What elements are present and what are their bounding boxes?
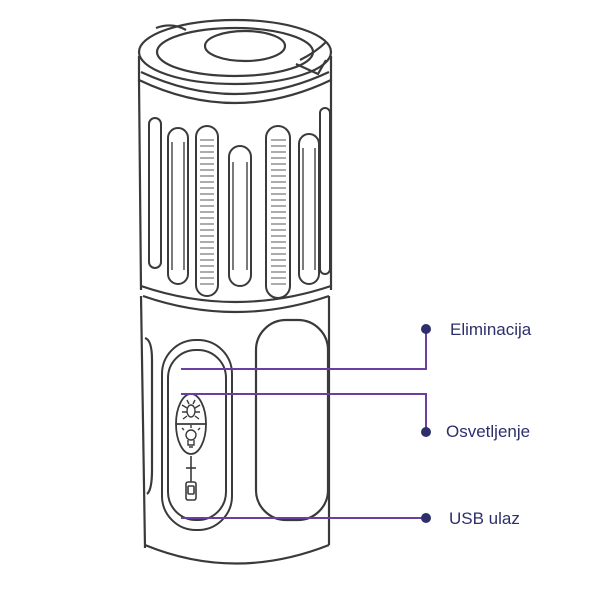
control-panel [161, 339, 233, 531]
cap-hinge [155, 24, 327, 76]
control-panel-inner [167, 349, 227, 521]
base-side-grip [144, 336, 154, 495]
uv-tube-grid [171, 139, 316, 285]
callout-line-osvetljenje [181, 393, 427, 432]
uv-grid-lines [200, 139, 286, 285]
callout-label-eliminacija: Eliminacija [450, 320, 532, 339]
cage-slot [265, 125, 291, 299]
callout-line-eliminacija [181, 329, 427, 370]
lightbulb-icon [181, 425, 201, 448]
cage-bottom-seam-inner [142, 294, 330, 314]
callout-label-osvetljenje: Osvetljenje [446, 422, 531, 441]
mode-button[interactable] [175, 393, 207, 455]
base-bottom [144, 543, 330, 565]
uv-tube-inner [171, 142, 316, 270]
hanging-ring [203, 29, 287, 63]
callout-dot-eliminacija [421, 324, 431, 334]
callout-dot-osvetljenje [421, 427, 431, 437]
cap-inner-rim [155, 26, 315, 78]
cage-bottom-seam [140, 284, 332, 304]
cage-slot [228, 145, 252, 287]
base-body [139, 295, 331, 565]
callout-dot-usb [421, 513, 431, 523]
cage-slot [167, 127, 189, 285]
cage-slot [148, 117, 162, 269]
control-panel-frame [161, 339, 233, 531]
top-cap [137, 18, 333, 104]
cage-slot [319, 107, 331, 275]
cage-slot [195, 125, 219, 297]
callout-label-usb-ulaz: USB ulaz [449, 509, 520, 528]
usb-port-icon[interactable] [185, 456, 197, 501]
callout-lines [181, 329, 427, 519]
base-left-wall [139, 295, 147, 549]
callout-dots [421, 324, 431, 523]
cap-side-wall [137, 56, 333, 104]
cage-slot [298, 133, 320, 285]
cap-bottom-edge [140, 71, 330, 96]
cap-outer-rim [137, 18, 333, 86]
cage-left-wall [137, 79, 143, 291]
bug-icon [181, 399, 201, 420]
cage-slots [148, 107, 331, 299]
rubber-grip-panel [254, 318, 330, 522]
